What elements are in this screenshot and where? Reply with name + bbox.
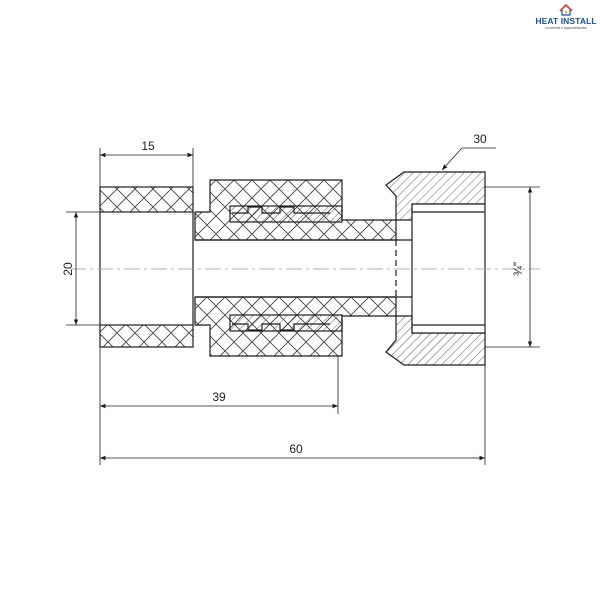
house-icon [559, 3, 573, 16]
dimension-socket-length [99, 148, 194, 187]
dimension-total-length [99, 365, 486, 465]
brand-tagline: отопление и водоснабжение [544, 26, 588, 30]
dimension-pipe-diameter [66, 211, 100, 326]
brand-logo: HEAT INSTALL отопление и водоснабжение [534, 3, 598, 33]
leader-nut-size [441, 147, 496, 171]
dimension-label-socket-length: 15 [141, 139, 155, 153]
fitting-body [194, 179, 397, 357]
bore [195, 239, 412, 298]
brand-name: HEAT INSTALL [535, 16, 597, 26]
dimension-label-thread-size: ¾" [511, 262, 525, 276]
union-nut [385, 171, 486, 366]
dimension-thread-size [485, 186, 540, 348]
dimension-label-pipe-diameter: 20 [61, 262, 75, 276]
dimension-label-nut-size: 30 [473, 132, 487, 146]
pipe-socket [99, 186, 194, 348]
dimension-label-body-length: 39 [212, 390, 226, 404]
dimension-label-total-length: 60 [289, 442, 303, 456]
dimension-body-length [99, 347, 339, 414]
